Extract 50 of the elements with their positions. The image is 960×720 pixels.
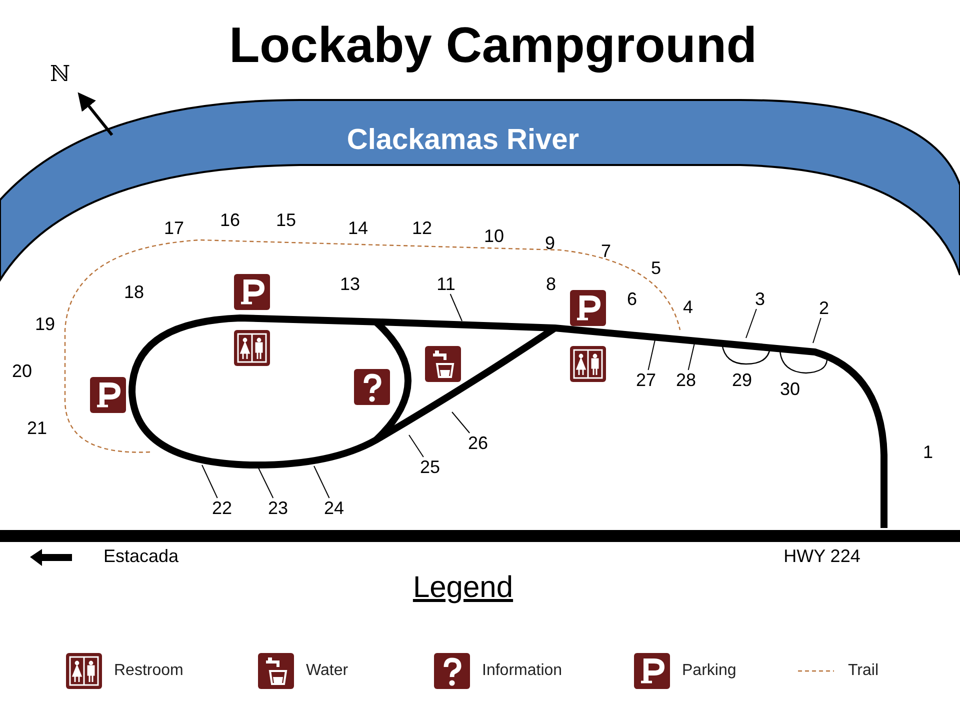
leader-line xyxy=(258,466,274,498)
campsite-number: 27 xyxy=(633,370,659,390)
legend-label: Parking xyxy=(682,661,736,681)
campsite-number: 11 xyxy=(433,274,459,294)
legend-label: Trail xyxy=(848,661,879,681)
leader-line xyxy=(202,464,218,498)
legend-label: Water xyxy=(306,661,348,681)
leader-line xyxy=(450,294,462,322)
campsite-number: 25 xyxy=(417,457,443,477)
campsite-number: 3 xyxy=(747,289,773,309)
campsite-number: 20 xyxy=(12,361,32,381)
river-label: Clackamas River xyxy=(346,123,580,157)
campsite-number: 5 xyxy=(650,258,661,278)
leader-line xyxy=(314,466,330,498)
leader-line xyxy=(746,308,757,338)
leader-line xyxy=(812,318,822,344)
place-label: Estacada xyxy=(103,546,179,566)
campsite-number: 7 xyxy=(600,241,611,261)
legend-label: Information xyxy=(482,661,562,681)
campsite-number: 14 xyxy=(348,218,368,238)
campsite-number: 9 xyxy=(544,233,555,253)
campsite-number: 24 xyxy=(321,498,347,518)
map-title: Lockaby Campground xyxy=(228,16,758,74)
legend-label: Restroom xyxy=(114,661,184,681)
campsite-number: 29 xyxy=(732,370,752,390)
campsite-number: 21 xyxy=(26,418,48,438)
campsite-number: 28 xyxy=(673,370,699,390)
campsite-number: 13 xyxy=(340,274,360,294)
north-label: ℕ xyxy=(50,65,70,85)
campsite-number: 30 xyxy=(780,379,800,399)
leader-line xyxy=(408,434,424,458)
campsite-number: 18 xyxy=(124,282,144,302)
campsite-number: 12 xyxy=(412,218,432,238)
campsite-number: 4 xyxy=(682,297,693,317)
campsite-number: 15 xyxy=(276,210,296,230)
campsite-number: 2 xyxy=(811,298,837,318)
campsite-number: 10 xyxy=(484,226,504,246)
legend-heading: Legend xyxy=(412,570,514,606)
campsite-number: 19 xyxy=(34,314,56,334)
campsite-number: 26 xyxy=(465,433,491,453)
leader-line xyxy=(452,412,470,434)
campsite-number: 22 xyxy=(209,498,235,518)
campsite-number: 1 xyxy=(922,442,933,462)
campsite-number: 6 xyxy=(626,289,637,309)
campsite-number: 8 xyxy=(546,274,556,294)
leader-line xyxy=(648,340,656,370)
campsite-number: 23 xyxy=(265,498,291,518)
road-name-label: HWY 224 xyxy=(784,546,860,566)
campsite-number: 16 xyxy=(220,210,240,230)
campsite-number: 17 xyxy=(164,218,184,238)
